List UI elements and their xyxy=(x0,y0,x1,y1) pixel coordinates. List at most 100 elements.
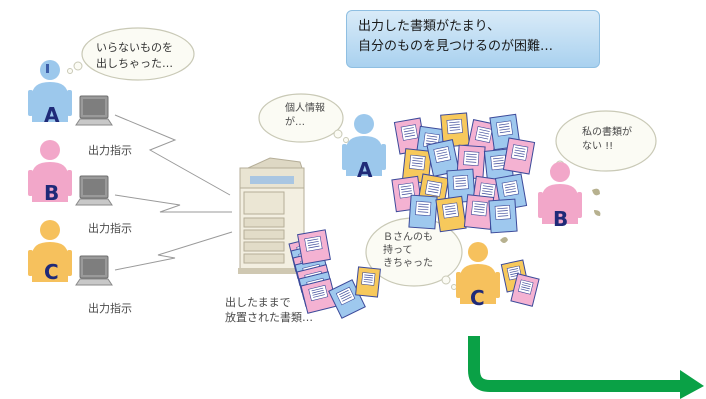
copier-stack-top-doc-line-2 xyxy=(308,243,320,246)
scene-doc-2-line-1 xyxy=(449,124,460,126)
scene-doc-4-line-3 xyxy=(499,130,511,134)
floor-doc-2 xyxy=(355,266,381,298)
laptop-a xyxy=(75,95,113,126)
scene-doc-18-line-1 xyxy=(497,210,508,212)
scene-doc-5-panel xyxy=(409,154,426,171)
scene-doc-1-line-1 xyxy=(426,137,437,141)
user-a-figure-head xyxy=(40,60,60,80)
scene-person-c-letter: C xyxy=(470,286,485,310)
bubble-c-tail-0 xyxy=(441,275,451,285)
floor-doc-2-line-0 xyxy=(364,274,374,277)
scene-doc-13-line-3 xyxy=(481,192,493,196)
scene-doc-17-panel xyxy=(471,200,488,217)
scene-doc-13-line-0 xyxy=(482,185,494,188)
bubble-b-text: 私の書類が ない !! xyxy=(582,127,632,152)
user-c-figure-head xyxy=(40,220,60,240)
laptop-b-screen xyxy=(83,179,105,195)
user-b-figure xyxy=(28,140,72,202)
link-a xyxy=(114,114,231,196)
scene-person-b-right-arm xyxy=(577,192,582,218)
scene-doc-14-panel xyxy=(501,180,520,197)
scene-person-b-body xyxy=(542,184,578,224)
scene-doc-13-line-2 xyxy=(482,190,493,193)
scene-doc-6-line-2 xyxy=(437,154,448,157)
copier-lid xyxy=(247,157,303,169)
bubble-a-tail-0 xyxy=(333,129,343,139)
c-held-doc-2-panel xyxy=(517,279,534,295)
scene-doc-17-line-2 xyxy=(474,208,485,211)
c-held-doc-2-line-3 xyxy=(520,288,530,292)
scene-person-c-body xyxy=(460,264,496,304)
copier-stack-top-doc xyxy=(297,229,331,265)
scene-doc-0-line-3 xyxy=(404,134,416,138)
scene-doc-9-line-3 xyxy=(513,154,525,158)
link-c xyxy=(114,231,233,271)
scene-doc-6 xyxy=(426,139,460,177)
scene-doc-9-panel xyxy=(510,144,529,161)
scene-doc-12-line-0 xyxy=(455,177,466,180)
person-b-letter: B xyxy=(44,181,60,205)
scene-person-c xyxy=(456,242,500,304)
bubble-c-tail-1 xyxy=(451,284,457,290)
scene-doc-0-panel xyxy=(400,124,419,141)
user-c-figure xyxy=(28,220,72,282)
user-b-action: 出力指示 xyxy=(88,222,132,235)
scene-doc-10-line-3 xyxy=(401,192,413,196)
scene-doc-2-line-0 xyxy=(449,121,460,124)
link-b xyxy=(114,194,232,213)
scene-doc-9-line-0 xyxy=(515,147,526,150)
copier-stack-doc-6-line-2 xyxy=(312,292,325,296)
scene-doc-3-line-1 xyxy=(478,131,490,135)
person-a-letter: A xyxy=(44,103,60,127)
scene-doc-5-line-2 xyxy=(412,162,423,165)
laptop-c-keyboard xyxy=(75,278,113,286)
scene-doc-11-line-1 xyxy=(428,185,440,189)
scene-doc-7-panel xyxy=(463,150,480,167)
scene-doc-18-line-0 xyxy=(497,207,508,210)
scene-person-a-head xyxy=(354,114,374,134)
scene-doc-15-line-1 xyxy=(418,206,429,208)
bubble-a xyxy=(258,93,349,143)
scene-doc-1-line-0 xyxy=(426,135,438,138)
scene-doc-0-line-0 xyxy=(403,127,414,130)
floor-doc-1-line-2 xyxy=(341,294,351,300)
scene-doc-7-line-0 xyxy=(466,153,477,156)
scene-doc-18-line-3 xyxy=(497,215,509,217)
c-held-doc-2-line-0 xyxy=(522,282,531,285)
bubble-a-tail-1 xyxy=(343,137,349,143)
laptop-a-keyboard xyxy=(75,118,113,126)
c-held-doc-1-line-1 xyxy=(509,270,519,273)
scene-person-a-right-arm xyxy=(381,144,386,170)
bubble-c-text: Ｂさんのも 持って きちゃった xyxy=(383,232,433,269)
copier-stack-top-doc-line-3 xyxy=(308,245,320,249)
scene-doc-17-line-0 xyxy=(474,203,486,206)
scene-doc-10-line-1 xyxy=(401,187,412,191)
copier-stack-top-doc-line-1 xyxy=(307,240,319,244)
user-c-action: 出力指示 xyxy=(88,302,132,315)
user-c-figure-body xyxy=(32,242,68,282)
scene-doc-16-line-1 xyxy=(445,207,456,211)
user-c-figure-right-arm xyxy=(67,250,72,276)
scene-doc-18 xyxy=(488,198,518,234)
scene-doc-14-line-2 xyxy=(505,188,516,191)
scene-doc-8-line-3 xyxy=(493,165,505,167)
scene-person-a-left-arm xyxy=(342,144,347,170)
scene-person-c-left-arm xyxy=(456,272,461,298)
scene-doc-17 xyxy=(463,194,495,230)
scene-doc-7-line-2 xyxy=(465,158,477,161)
bubble-a-text: 個人情報 が… xyxy=(285,103,325,128)
copier-tray-3 xyxy=(243,253,285,264)
scene-person-b xyxy=(538,162,582,224)
scene-doc-12-line-1 xyxy=(455,180,466,182)
floor-doc-1-line-1 xyxy=(340,292,350,298)
c-held-doc-2-line-2 xyxy=(521,286,530,290)
scene-doc-17-line-3 xyxy=(473,211,485,213)
scene-doc-6-line-0 xyxy=(436,149,447,152)
scene-doc-12-line-3 xyxy=(455,185,467,187)
user-a-thought-bubble-tail-0 xyxy=(73,61,83,71)
copier-display xyxy=(250,176,294,184)
scene-doc-9 xyxy=(502,137,536,175)
scene-doc-14-line-0 xyxy=(504,183,515,186)
scene-doc-2-panel xyxy=(446,118,463,135)
